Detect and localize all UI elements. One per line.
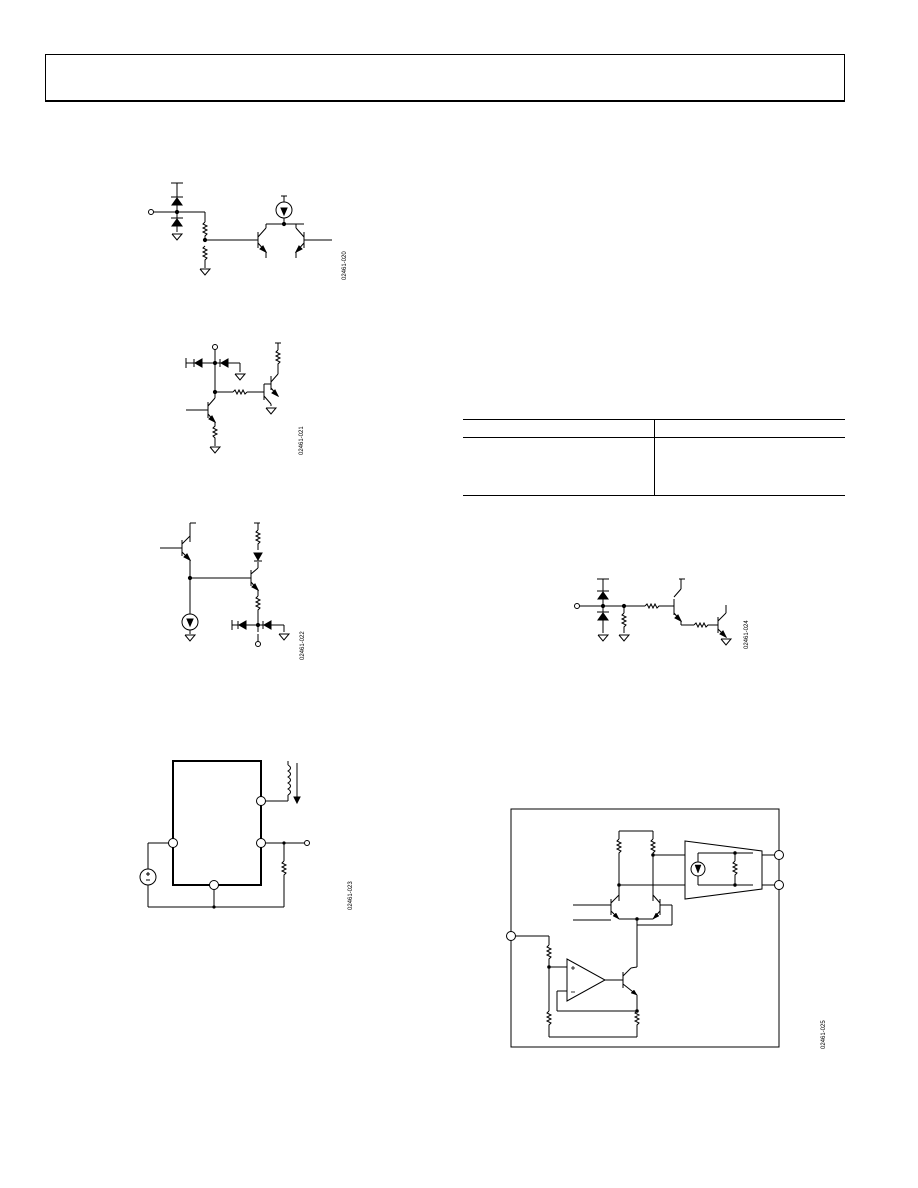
figure-output-stage: 02461-022 bbox=[160, 520, 306, 660]
figure-id-label: 02461-025 bbox=[821, 1020, 827, 1049]
data-table bbox=[463, 419, 845, 496]
figure-input-diff-pair: 02461-020 bbox=[140, 180, 350, 290]
schematic-block-diagram bbox=[506, 808, 784, 1048]
figure-input-clamp-transistors: 02461-021 bbox=[180, 340, 305, 460]
figure-id-label: 02461-024 bbox=[744, 620, 750, 649]
schematic-input-diff-pair bbox=[148, 182, 332, 276]
schematic-input-clamp-transistors bbox=[185, 342, 282, 454]
figure-test-circuit: 02461-023 bbox=[138, 755, 354, 915]
figure-id-label: 02461-021 bbox=[299, 426, 305, 455]
figure-id-label: 02461-020 bbox=[342, 251, 348, 280]
schematic-test-circuit bbox=[139, 760, 310, 909]
figure-input-darlington: 02461-024 bbox=[570, 575, 750, 650]
table-column-divider bbox=[654, 419, 655, 496]
figure-id-label: 02461-023 bbox=[348, 881, 354, 910]
schematic-input-darlington bbox=[574, 578, 733, 646]
figure-block-diagram: 02461-025 bbox=[505, 805, 827, 1055]
schematic-output-stage bbox=[160, 522, 291, 647]
page-header bbox=[45, 54, 845, 102]
figure-id-label: 02461-022 bbox=[300, 631, 306, 660]
